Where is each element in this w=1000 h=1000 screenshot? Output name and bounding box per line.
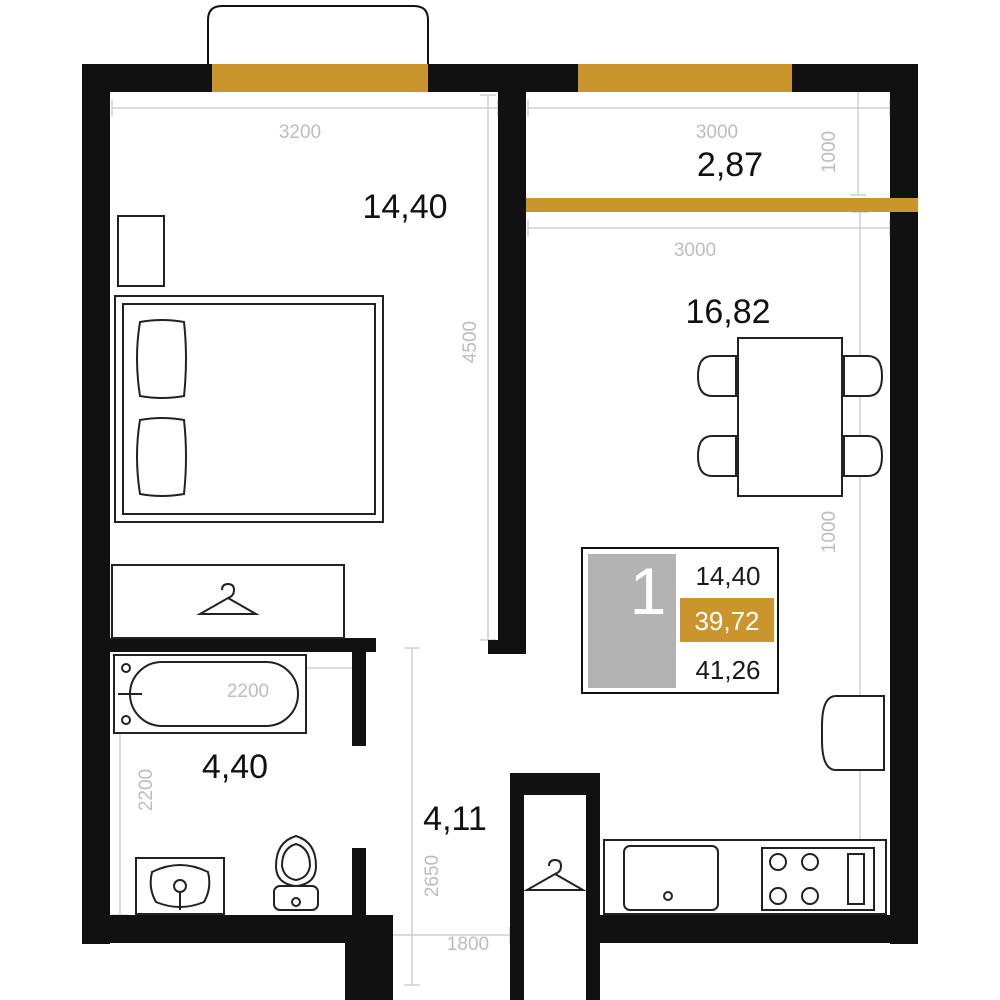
hanger-icon bbox=[523, 858, 587, 891]
window-bedroom bbox=[212, 64, 428, 92]
wardrobe bbox=[111, 564, 345, 639]
table-icon bbox=[696, 337, 884, 497]
bathtub-icon bbox=[113, 654, 307, 734]
kitchen-counter bbox=[603, 839, 887, 915]
dim-loggia-depth: 1000 bbox=[819, 131, 840, 173]
badge-living-area: 14,40 bbox=[695, 561, 760, 591]
window-loggia bbox=[578, 64, 792, 92]
dim-kitchen-width: 3000 bbox=[674, 240, 716, 261]
loggia-glazing bbox=[526, 198, 918, 212]
balcony-bay bbox=[207, 5, 429, 64]
windows bbox=[212, 64, 918, 212]
fridge bbox=[821, 695, 885, 771]
hanger-icon bbox=[196, 582, 260, 615]
dimension-labels: 3200 4500 3000 1000 3000 1000 2200 2200 … bbox=[136, 122, 840, 955]
nightstand bbox=[117, 215, 165, 287]
stove-icon bbox=[761, 847, 875, 911]
dim-bedroom-length: 4500 bbox=[460, 321, 481, 363]
bed-icon bbox=[114, 295, 384, 523]
badge-total-area-box bbox=[680, 598, 774, 642]
area-hallway: 4,11 bbox=[423, 800, 487, 838]
apartment-badge: 1 14,40 39,72 41,26 bbox=[581, 547, 779, 694]
dim-kitchen-side: 1000 bbox=[819, 511, 840, 553]
area-bedroom: 14,40 bbox=[362, 188, 447, 226]
badge-room-count-box bbox=[588, 554, 676, 688]
area-kitchen-living: 16,82 bbox=[685, 293, 770, 331]
area-loggia: 2,87 bbox=[697, 146, 763, 184]
room-areas: 14,40 2,87 16,82 4,40 4,11 bbox=[202, 146, 771, 838]
area-bathroom: 4,40 bbox=[202, 748, 268, 786]
dim-hall-length: 2650 bbox=[422, 855, 443, 897]
dim-bedroom-width: 3200 bbox=[279, 122, 321, 143]
dim-loggia-width: 3000 bbox=[696, 122, 738, 143]
sink-icon bbox=[135, 857, 225, 915]
badge-total-with-loggia: 41,26 bbox=[695, 655, 760, 685]
dim-bath-width: 2200 bbox=[227, 681, 269, 702]
dim-hall-width: 1800 bbox=[447, 934, 489, 955]
badge-total-area: 39,72 bbox=[694, 606, 759, 636]
dim-bath-length: 2200 bbox=[136, 769, 157, 811]
badge-room-count: 1 bbox=[630, 554, 667, 628]
toilet-icon bbox=[273, 834, 319, 911]
